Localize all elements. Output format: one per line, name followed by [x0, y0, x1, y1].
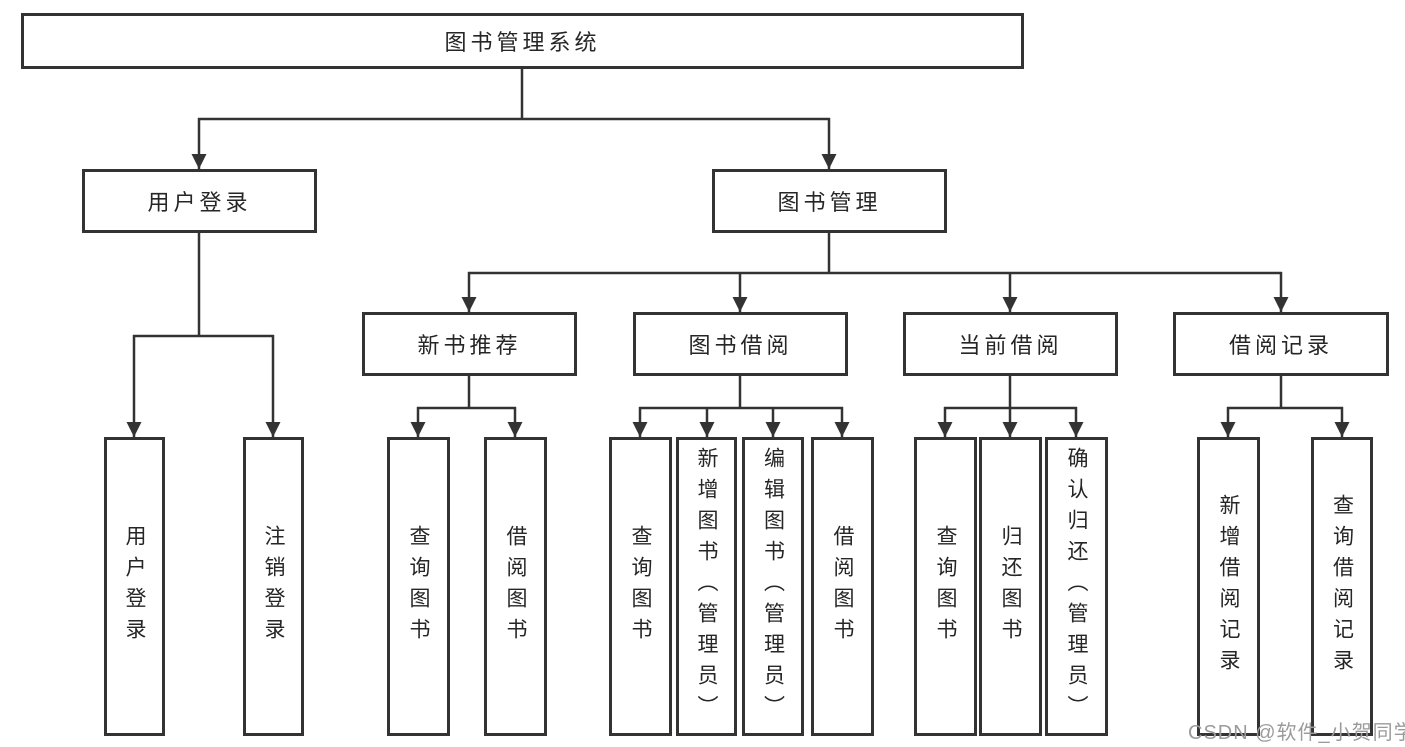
- node-book-management: 图书管理: [712, 169, 947, 233]
- node-label: 新增图书（管理员）: [695, 447, 718, 726]
- node-label: 借阅记录: [1228, 333, 1333, 358]
- leaf-borrow-books-recommend: 借阅图书: [484, 437, 547, 736]
- leaf-confirm-return-admin: 确认归还（管理员）: [1045, 437, 1108, 736]
- node-label: 用户登录: [147, 190, 252, 215]
- leaf-borrow-books: 借阅图书: [811, 437, 874, 736]
- node-label: 确认归还（管理员）: [1065, 447, 1088, 726]
- node-label: 归还图书: [999, 524, 1022, 649]
- leaf-logout: 注销登录: [243, 437, 304, 736]
- leaf-return-books: 归还图书: [979, 437, 1042, 736]
- node-label: 图书借阅: [688, 333, 793, 358]
- node-new-book-recommendation: 新书推荐: [362, 312, 577, 376]
- node-label: 图书管理系统: [444, 30, 601, 55]
- csdn-watermark: CSDN @软件_小贺同学: [1188, 722, 1405, 744]
- leaf-user-login: 用户登录: [104, 437, 165, 736]
- node-label: 新书推荐: [417, 333, 522, 358]
- node-label: 注销登录: [262, 524, 285, 649]
- node-label: 借阅图书: [831, 524, 854, 649]
- node-label: 当前借阅: [958, 333, 1063, 358]
- leaf-query-books-current: 查询图书: [914, 437, 977, 736]
- node-label: 新增借阅记录: [1217, 493, 1240, 680]
- node-label: 查询图书: [934, 524, 957, 649]
- node-book-borrowing: 图书借阅: [633, 312, 848, 376]
- leaf-add-books-admin: 新增图书（管理员）: [676, 437, 737, 736]
- leaf-edit-books-admin: 编辑图书（管理员）: [742, 437, 804, 736]
- leaf-add-borrow-record: 新增借阅记录: [1197, 437, 1260, 736]
- leaf-query-books-recommend: 查询图书: [387, 437, 450, 736]
- node-label: 编辑图书（管理员）: [761, 447, 785, 726]
- node-borrowing-records: 借阅记录: [1173, 312, 1389, 376]
- leaf-query-borrow-record: 查询借阅记录: [1311, 437, 1373, 736]
- node-label: 借阅图书: [504, 524, 527, 649]
- node-label: 查询借阅记录: [1330, 493, 1354, 680]
- node-current-borrowing: 当前借阅: [903, 312, 1118, 376]
- node-user-login: 用户登录: [82, 169, 317, 233]
- node-label: 用户登录: [123, 524, 146, 649]
- node-library-management-system: 图书管理系统: [21, 13, 1024, 69]
- node-label: 查询图书: [629, 524, 652, 649]
- node-label: 查询图书: [407, 524, 430, 649]
- leaf-query-books-borrow: 查询图书: [609, 437, 672, 736]
- node-label: 图书管理: [777, 190, 882, 215]
